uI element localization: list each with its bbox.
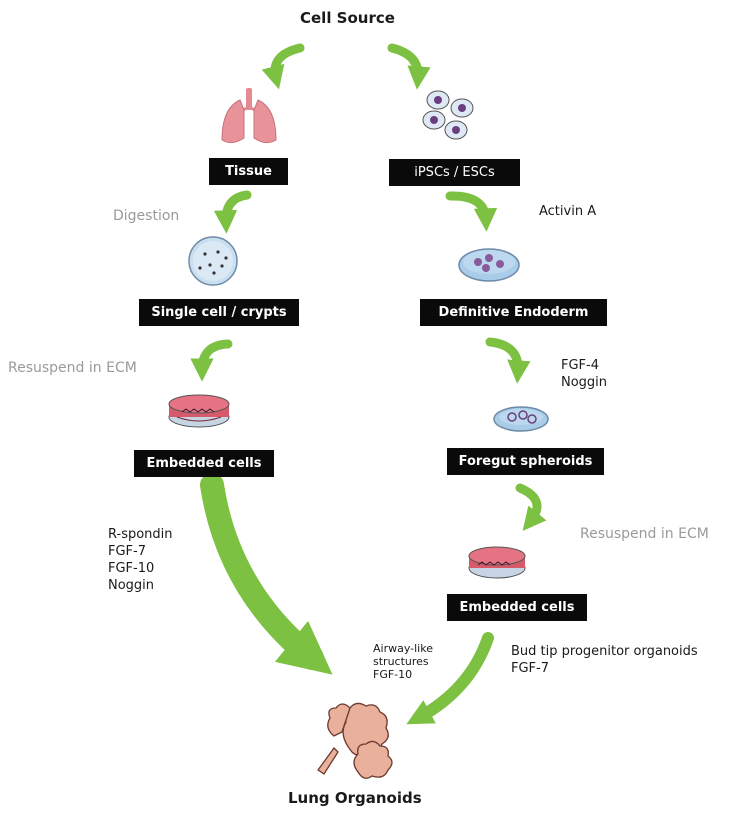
factor-noggin: Noggin bbox=[108, 578, 155, 593]
ecm-dish-left-icon bbox=[168, 394, 230, 428]
arrow-embedded-left-to-organoids bbox=[200, 473, 333, 675]
arrow-embedded-right-to-organoids bbox=[406, 632, 494, 725]
digestion-label: Digestion bbox=[113, 208, 180, 224]
bud-tip-line-2: FGF-7 bbox=[511, 661, 549, 676]
embedded-right-label: Embedded cells bbox=[447, 594, 587, 621]
arrow-to-ipsc bbox=[387, 43, 431, 90]
arrow-to-tissue bbox=[261, 43, 305, 90]
arrow-resuspend-left bbox=[190, 339, 233, 382]
ipsc-esc-label: iPSCs / ESCs bbox=[389, 159, 520, 186]
single-cell-label: Single cell / crypts bbox=[139, 299, 299, 326]
fgf4-noggin-list: FGF-4 Noggin bbox=[561, 357, 607, 391]
lung-organoids-icon bbox=[317, 702, 393, 779]
lungs-icon bbox=[221, 88, 277, 144]
airway-line-2: structures bbox=[373, 655, 429, 668]
factor-fgf4: FGF-4 bbox=[561, 358, 599, 373]
bud-tip-list: Bud tip progenitor organoids FGF-7 bbox=[511, 643, 698, 677]
airway-line-1: Airway-like bbox=[373, 642, 433, 655]
tissue-label: Tissue bbox=[209, 158, 288, 185]
endoderm-dish-icon bbox=[458, 248, 520, 282]
activin-a-label: Activin A bbox=[539, 204, 597, 219]
cells-icon bbox=[422, 90, 474, 140]
left-factor-list: R-spondin FGF-7 FGF-10 Noggin bbox=[108, 526, 173, 594]
arrow-resuspend-right bbox=[515, 483, 547, 532]
factor-r-spondin: R-spondin bbox=[108, 527, 173, 542]
single-cell-dish-icon bbox=[188, 236, 238, 286]
cell-source-title: Cell Source bbox=[300, 9, 395, 27]
airway-like-structures-list: Airway-like structures FGF-10 bbox=[373, 642, 433, 681]
arrow-activin bbox=[445, 191, 498, 232]
bud-tip-line-1: Bud tip progenitor organoids bbox=[511, 644, 698, 659]
spheroid-dish-icon bbox=[493, 406, 549, 432]
resuspend-right-label: Resuspend in ECM bbox=[580, 526, 709, 542]
factor-fgf7: FGF-7 bbox=[108, 544, 146, 559]
factor-fgf10: FGF-10 bbox=[108, 561, 155, 576]
factor-noggin-right: Noggin bbox=[561, 375, 608, 390]
resuspend-left-label: Resuspend in ECM bbox=[8, 360, 137, 376]
arrow-digestion bbox=[213, 190, 252, 234]
airway-line-3: FGF-10 bbox=[373, 668, 413, 681]
lung-organoids-title: Lung Organoids bbox=[288, 789, 422, 807]
ecm-dish-right-icon bbox=[468, 546, 526, 579]
definitive-endoderm-label: Definitive Endoderm bbox=[420, 299, 607, 326]
embedded-left-label: Embedded cells bbox=[134, 450, 274, 477]
foregut-spheroids-label: Foregut spheroids bbox=[447, 448, 604, 475]
arrow-fgf4 bbox=[485, 337, 531, 384]
